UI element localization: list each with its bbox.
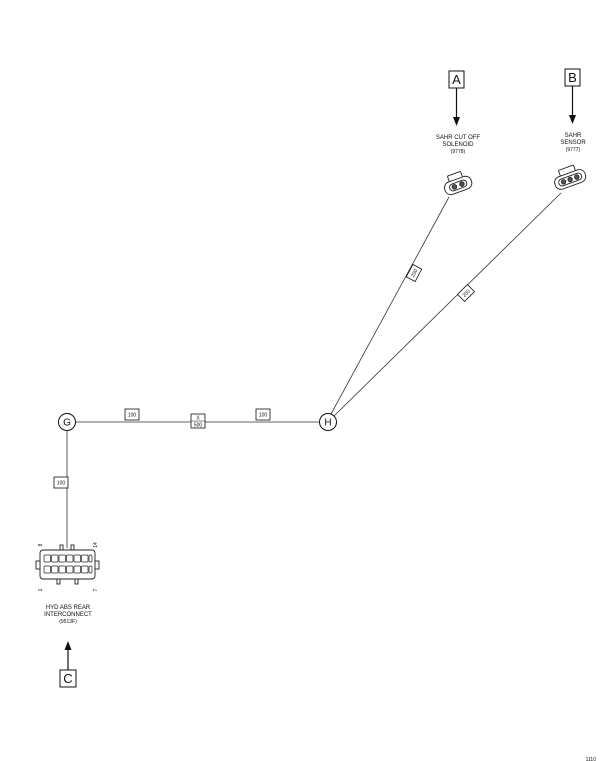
callout-b[interactable]: B	[564, 68, 581, 124]
svg-text:100: 100	[128, 413, 137, 419]
wire-h-solenoid	[330, 196, 450, 415]
node-g-label: G	[63, 418, 71, 429]
arrow-up-icon	[64, 641, 72, 650]
solenoid-part: (9778)	[451, 149, 466, 155]
node-h[interactable]: H	[319, 413, 337, 431]
interconnect-name-1: HYD ABS REAR	[46, 605, 91, 611]
sensor-label: SAHR SENSOR (9777)	[560, 133, 586, 153]
solenoid-connector-icon	[444, 171, 473, 196]
callout-b-label: B	[568, 70, 577, 85]
pin-label-bottom-left: 1	[38, 588, 44, 591]
sensor-connector-icon	[554, 164, 587, 190]
wires	[66, 192, 562, 548]
callout-a[interactable]: A	[448, 70, 465, 126]
sensor-name-2: SENSOR	[560, 140, 586, 146]
callout-c-label: C	[63, 671, 72, 686]
svg-text:200: 200	[410, 268, 419, 278]
segment-label-h-solenoid: 200	[405, 263, 423, 283]
solenoid-name-2: SOLENOID	[442, 142, 474, 148]
segment-label-gh-left: 100	[124, 408, 140, 421]
reference-code: 1110	[586, 757, 597, 761]
node-g[interactable]: G	[58, 413, 76, 431]
segment-label-g-connector: 100	[53, 476, 69, 489]
segment-label-gh-right: 100	[255, 408, 271, 421]
sensor-name-1: SAHR	[565, 133, 582, 139]
arrow-down-icon	[453, 117, 460, 126]
callout-a-label: A	[452, 72, 461, 87]
wire-h-sensor	[333, 192, 562, 417]
interconnect-label: HYD ABS REAR INTERCONNECT (9513F)	[44, 605, 92, 625]
interconnect-name-2: INTERCONNECT	[44, 612, 92, 618]
segment-label-h-sensor: 200	[456, 283, 476, 303]
solenoid-name-1: SAHR CUT OFF	[436, 135, 481, 141]
pin-label-top-right: 14	[93, 542, 99, 548]
solenoid-label: SAHR CUT OFF SOLENOID (9778)	[436, 135, 481, 155]
svg-text:500: 500	[194, 423, 203, 429]
svg-text:200: 200	[462, 288, 472, 298]
svg-text:100: 100	[259, 413, 268, 419]
node-h-label: H	[324, 418, 331, 429]
callout-c[interactable]: C	[59, 641, 77, 688]
arrow-down-icon	[569, 115, 576, 124]
svg-text:X: X	[196, 416, 200, 422]
interconnect-connector-icon	[35, 544, 100, 585]
segment-label-gh-mid: X 500	[190, 413, 206, 429]
pin-label-bottom-right: 7	[93, 588, 99, 591]
interconnect-part: (9513F)	[59, 619, 77, 625]
svg-text:100: 100	[57, 481, 66, 487]
sensor-part: (9777)	[566, 147, 581, 153]
pin-label-top-left: 8	[38, 543, 44, 546]
